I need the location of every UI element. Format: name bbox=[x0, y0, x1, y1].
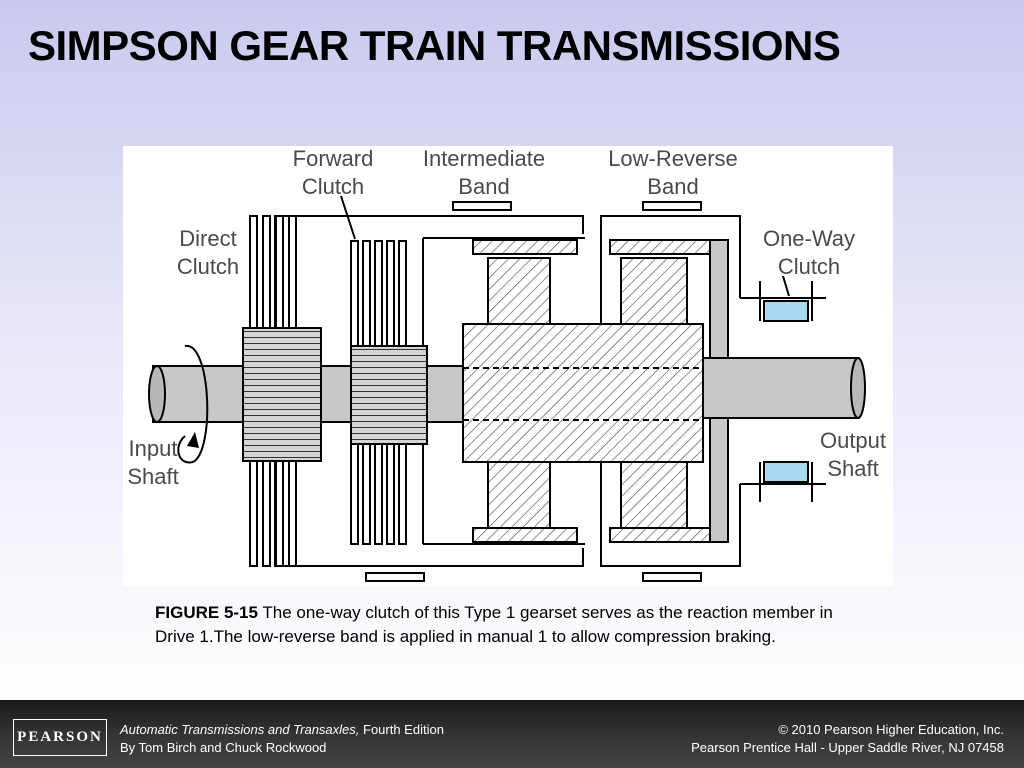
svg-text:Direct: Direct bbox=[179, 226, 236, 251]
svg-text:Shaft: Shaft bbox=[127, 464, 178, 489]
footer-publisher: Pearson Prentice Hall - Upper Saddle Riv… bbox=[691, 740, 1004, 755]
footer-authors: By Tom Birch and Chuck Rockwood bbox=[120, 740, 327, 755]
caption-text: The one-way clutch of this Type 1 gearse… bbox=[155, 603, 833, 646]
label-input-shaft: Input Shaft bbox=[127, 436, 178, 489]
label-low-reverse-band: Low-Reverse Band bbox=[608, 146, 738, 199]
one-way-clutch-leader bbox=[782, 275, 790, 297]
label-output-shaft: Output Shaft bbox=[820, 428, 886, 481]
label-direct-clutch: Direct Clutch bbox=[177, 226, 239, 279]
svg-text:Input: Input bbox=[129, 436, 178, 461]
gear-train-diagram: Forward Clutch Intermediate Band Low-Rev… bbox=[123, 146, 893, 586]
direct-clutch-hub bbox=[242, 327, 322, 462]
direct-clutch bbox=[249, 215, 297, 567]
svg-text:Clutch: Clutch bbox=[778, 254, 840, 279]
one-way-clutch bbox=[759, 281, 813, 502]
sun-gear bbox=[462, 323, 704, 463]
svg-text:Clutch: Clutch bbox=[177, 254, 239, 279]
low-reverse-band bbox=[642, 201, 702, 582]
footer-book-info: Automatic Transmissions and Transaxles, … bbox=[120, 721, 444, 757]
rear-planetary-gearset bbox=[609, 239, 711, 543]
svg-text:Intermediate: Intermediate bbox=[423, 146, 545, 171]
forward-clutch-leader bbox=[340, 195, 356, 240]
front-planetary-gearset bbox=[472, 239, 578, 543]
slide-title: SIMPSON GEAR TRAIN TRANSMISSIONS bbox=[28, 22, 841, 69]
footer-bar bbox=[0, 700, 1024, 768]
svg-text:Output: Output bbox=[820, 428, 886, 453]
pearson-logo: PEARSON bbox=[13, 719, 107, 756]
footer-book-title: Automatic Transmissions and Transaxles, bbox=[120, 722, 360, 737]
forward-clutch bbox=[350, 240, 407, 545]
svg-text:Shaft: Shaft bbox=[827, 456, 878, 481]
figure-caption: FIGURE 5-15 The one-way clutch of this T… bbox=[155, 601, 875, 649]
svg-text:Band: Band bbox=[458, 174, 509, 199]
svg-text:Low-Reverse: Low-Reverse bbox=[608, 146, 738, 171]
label-intermediate-band: Intermediate Band bbox=[423, 146, 545, 199]
footer-publisher-info: © 2010 Pearson Higher Education, Inc. Pe… bbox=[691, 721, 1004, 757]
svg-text:One-Way: One-Way bbox=[763, 226, 855, 251]
svg-text:Forward: Forward bbox=[293, 146, 374, 171]
figure-number: FIGURE 5-15 bbox=[155, 603, 258, 622]
svg-text:Clutch: Clutch bbox=[302, 174, 364, 199]
label-one-way-clutch: One-Way Clutch bbox=[763, 226, 855, 279]
output-shaft bbox=[702, 239, 866, 543]
label-forward-clutch: Forward Clutch bbox=[293, 146, 374, 199]
footer-copyright: © 2010 Pearson Higher Education, Inc. bbox=[778, 722, 1004, 737]
footer-edition: Fourth Edition bbox=[359, 722, 444, 737]
svg-text:Band: Band bbox=[647, 174, 698, 199]
intermediate-band bbox=[365, 201, 512, 582]
forward-clutch-hub bbox=[350, 345, 428, 445]
